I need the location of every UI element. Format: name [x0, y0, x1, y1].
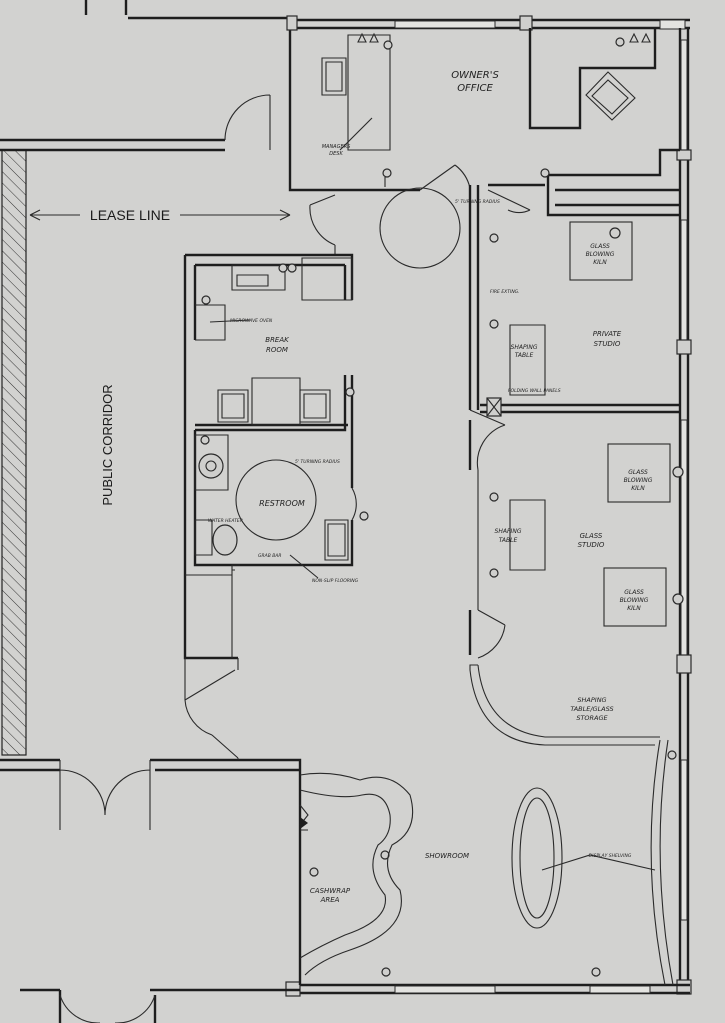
outlet: [489, 319, 499, 329]
outlet: [309, 867, 319, 877]
top-exterior-wall: [286, 15, 690, 31]
hatched-exterior-wall: [1, 149, 27, 756]
outlet: [667, 750, 677, 760]
glass-studio-label-1: GLASS: [580, 532, 603, 540]
owners-office: [321, 28, 680, 217]
kiln-1-label-c: KILN: [593, 259, 607, 266]
turning-circle-2: [235, 459, 317, 541]
kiln-3-label-b: BLOWING: [620, 597, 649, 604]
showroom-displays: [299, 739, 674, 986]
kiln-3: [603, 567, 684, 627]
owners-office-label-1: OWNER'S: [451, 70, 499, 81]
private-studio-label-2: STUDIO: [594, 340, 621, 348]
lease-line-marker: [29, 209, 291, 221]
folding-wall-label: FOLDING WALL PANELS: [508, 388, 561, 394]
outlet: [591, 967, 601, 977]
water-heater-label: WATER HEATER: [208, 518, 243, 524]
turning-radius-2-label: 5' TURNING RADIUS: [295, 459, 340, 465]
showroom-label: SHOWROOM: [425, 852, 469, 860]
managers-desk-label-2: DESK: [329, 151, 343, 157]
non-slip-leader: [289, 554, 319, 579]
kiln-1: [569, 221, 633, 281]
lease-line-label: LEASE LINE: [90, 207, 170, 223]
fire-exting-label: FIRE EXTING.: [490, 289, 520, 295]
kiln-1-label-b: BLOWING: [586, 251, 615, 258]
private-studio-label-1: PRIVATE: [593, 330, 622, 338]
studio-partitions: [468, 185, 680, 659]
shaping-table-2-label-b: TABLE: [499, 537, 518, 544]
kiln-2-label-a: GLASS: [628, 469, 648, 476]
outlet: [381, 967, 391, 977]
microwave-leader: [209, 319, 251, 323]
managers-desk-label-1: MANAGERS: [322, 144, 351, 150]
kiln-3-label-a: GLASS: [624, 589, 644, 596]
kiln-2-label-b: BLOWING: [624, 477, 653, 484]
cashwrap-label-1: CASHWRAP: [310, 887, 351, 895]
restroom-walls: [185, 430, 369, 658]
turning-circle-1: [379, 187, 461, 269]
right-exterior-wall: [676, 28, 692, 995]
storage-curve: [469, 664, 660, 746]
display-case-label: DISPLAY SHELVING: [589, 853, 632, 859]
storage-label-2: TABLE/GLASS: [570, 705, 613, 713]
break-room-label-2: ROOM: [266, 346, 288, 354]
entry-door: [309, 164, 531, 255]
shaping-table-1-label-a: SHAPING: [511, 344, 538, 351]
grab-bar-label: GRAB BAR: [258, 553, 282, 559]
shaping-table-2-label-a: SHAPING: [495, 528, 522, 535]
break-room-label-1: BREAK: [265, 336, 290, 344]
restroom-label: RESTROOM: [259, 499, 305, 508]
outlet: [489, 568, 499, 578]
storage-label-1: SHAPING: [577, 696, 606, 704]
kiln-2: [607, 443, 684, 503]
shaping-table-1-label-b: TABLE: [515, 352, 534, 359]
outlet: [489, 233, 499, 243]
owners-office-label-2: OFFICE: [457, 83, 493, 94]
cashwrap-label-2: AREA: [320, 896, 340, 904]
glass-studio-label-2: STUDIO: [578, 541, 605, 549]
kiln-2-label-c: KILN: [631, 485, 645, 492]
lower-double-door: [184, 658, 239, 760]
kiln-3-label-c: KILN: [627, 605, 641, 612]
outlet: [489, 492, 499, 502]
storage-label-3: STORAGE: [576, 714, 608, 722]
kiln-1-label-a: GLASS: [590, 243, 610, 250]
microwave-label: MICROWAVE OVEN: [230, 318, 273, 324]
public-corridor-label: PUBLIC CORRIDOR: [100, 384, 115, 505]
corridor-walls: [0, 0, 545, 192]
non-slip-label: NON-SLIP FLOORING: [312, 578, 359, 584]
